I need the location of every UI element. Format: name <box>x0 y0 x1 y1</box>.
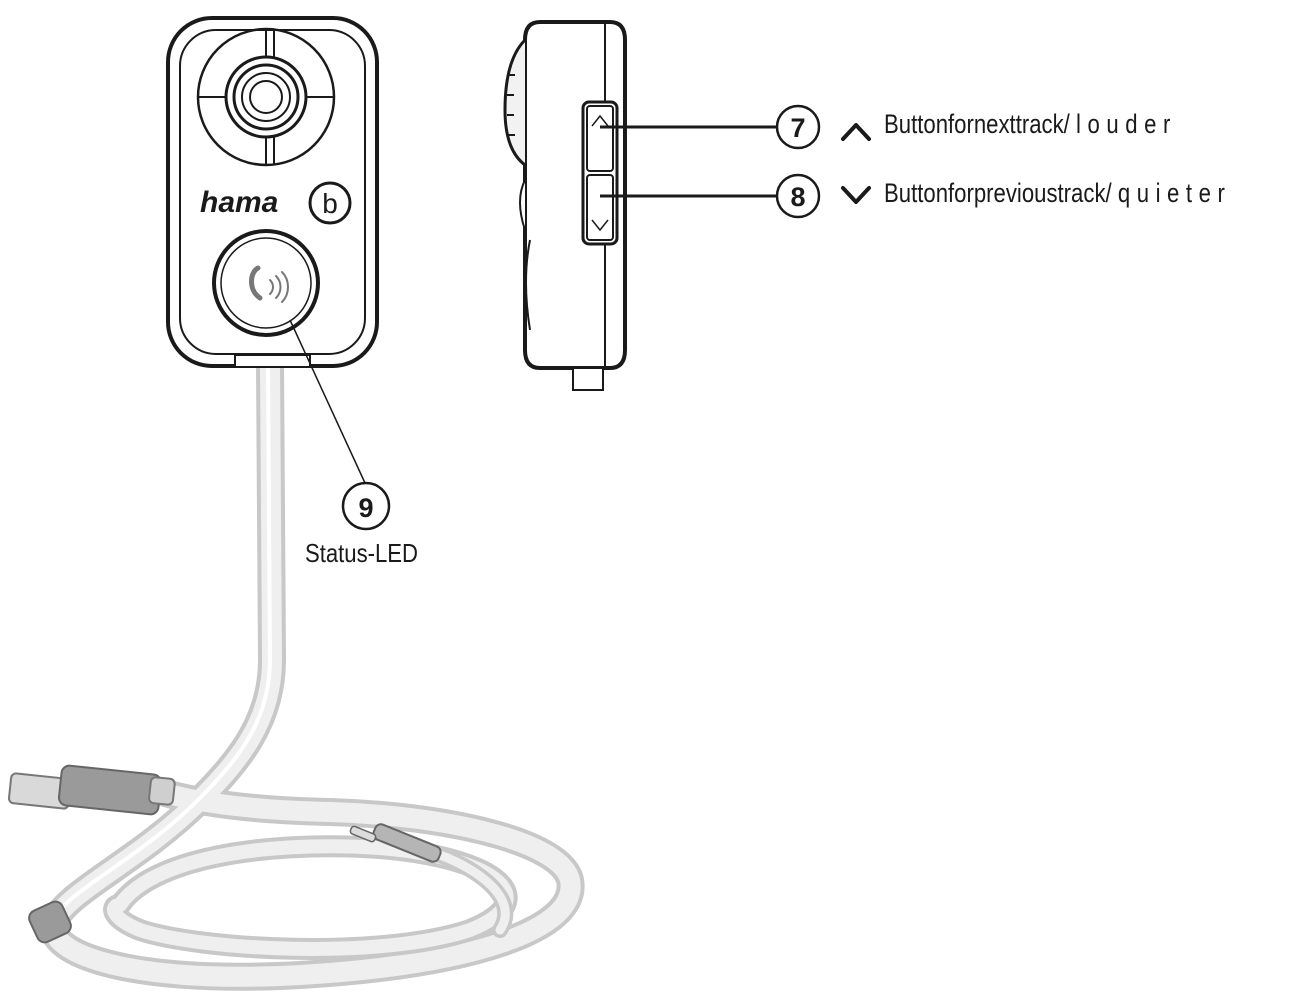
leader-lines <box>289 125 776 484</box>
callout-9-label: Status-LED <box>305 538 419 568</box>
b-badge-icon <box>308 181 352 225</box>
cable <box>39 351 585 991</box>
call-button[interactable] <box>212 229 320 337</box>
arrow-down-icon <box>591 219 609 232</box>
callout-8-text: Buttonforprevioustrack/ <box>884 178 1112 208</box>
usb-plug-icon <box>7 764 176 816</box>
volume-down-button[interactable] <box>586 174 614 241</box>
callout-7-text: Buttonfornexttrack/ <box>884 109 1070 139</box>
volume-up-button[interactable] <box>586 105 614 172</box>
callout-9-marker: 9 <box>341 481 391 531</box>
callout-9-number: 9 <box>358 493 373 523</box>
audio-jack-icon <box>349 823 442 863</box>
callout-7-suffix: louder <box>1075 109 1177 139</box>
callout-8-number: 8 <box>790 182 805 212</box>
chevron-down-icon <box>841 186 871 204</box>
phone-icon <box>249 265 289 303</box>
device-front: hama b <box>166 16 379 368</box>
chevron-up-icon <box>841 123 871 141</box>
callout-7-label: Buttonfornexttrack/ louder <box>884 111 1177 138</box>
callout-8-label: Buttonforprevioustrack/ quieter <box>884 180 1231 207</box>
clip-ring <box>196 27 336 167</box>
callout-8-marker: 8 <box>775 173 821 219</box>
callout-7-number: 7 <box>790 113 805 143</box>
callout-7-marker: 7 <box>775 104 821 150</box>
badge-letter: b <box>322 188 338 219</box>
cable-clip <box>28 900 72 944</box>
arrow-up-icon <box>591 114 609 127</box>
callout-8-suffix: quieter <box>1117 178 1232 208</box>
brand-logo: hama <box>200 186 278 219</box>
